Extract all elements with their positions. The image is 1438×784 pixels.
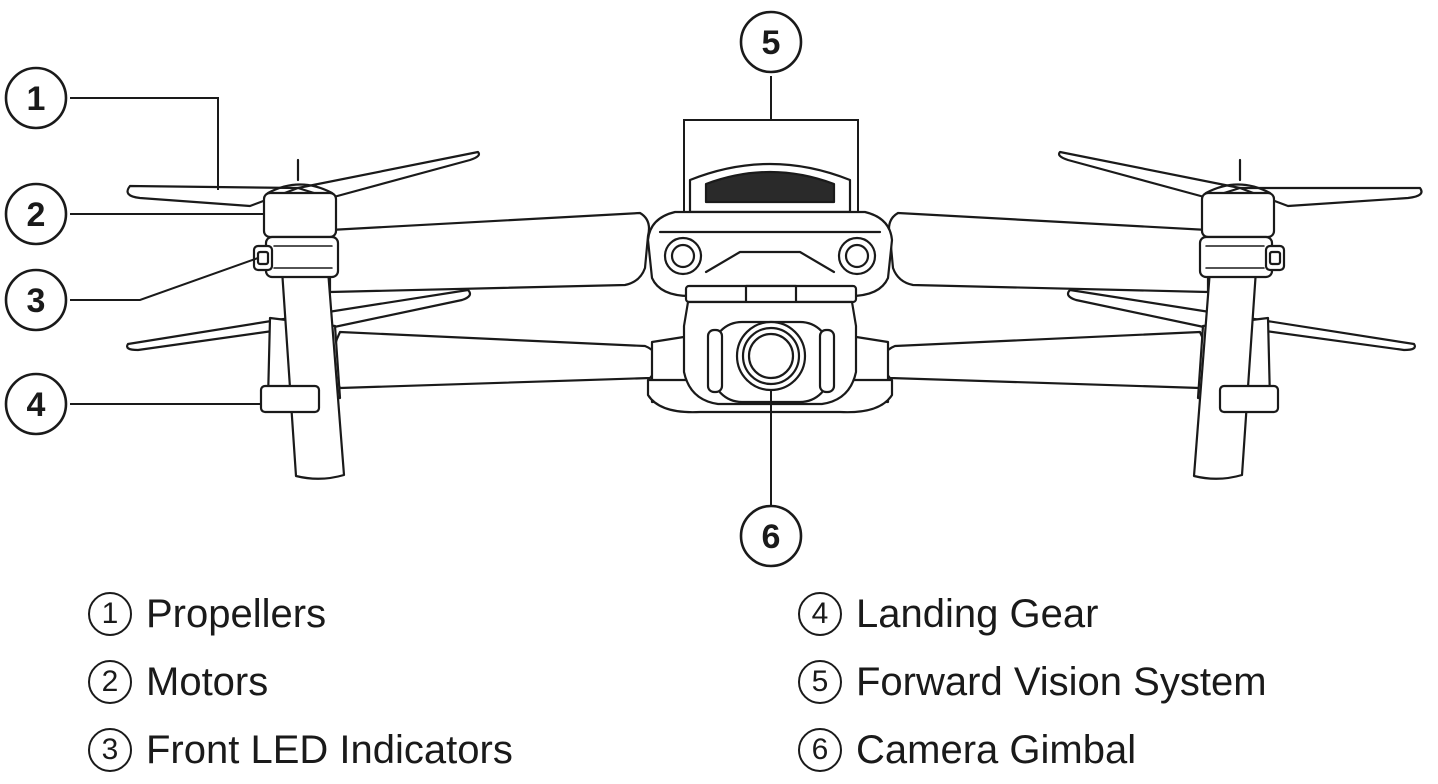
callout-1-leader (70, 97, 219, 190)
right-propeller-top (1057, 150, 1423, 208)
drone-diagram: 1 2 3 4 5 6 (4, 10, 1423, 568)
legend-number: 6 (798, 728, 842, 772)
callout-3: 3 (4, 268, 68, 332)
legend-label: Camera Gimbal (856, 728, 1137, 772)
legend-item-forward-vision-system: 5 Forward Vision System (798, 654, 1267, 710)
legend-number: 3 (88, 728, 132, 772)
callout-6: 6 (739, 504, 803, 568)
right-motor (1198, 158, 1286, 279)
callout-3-leader (70, 257, 259, 301)
legend-item-front-led-indicators: 3 Front LED Indicators (88, 722, 513, 778)
camera-gimbal (682, 300, 858, 406)
callout-5: 5 (739, 10, 803, 74)
callout-5-number: 5 (762, 24, 781, 62)
top-shell (688, 162, 852, 214)
legend-number: 4 (798, 592, 842, 636)
left-rear-propeller (126, 288, 472, 352)
callout-2-number: 2 (27, 196, 46, 234)
callout-1-number: 1 (27, 80, 46, 118)
legend-label: Propellers (146, 592, 327, 636)
left-propeller-top (126, 150, 481, 208)
legend-number: 1 (88, 592, 132, 636)
parts-legend: 1 Propellers 2 Motors 3 Front LED Indica… (0, 578, 1438, 784)
legend-label: Forward Vision System (856, 660, 1267, 704)
front-vision-housing (646, 210, 894, 298)
legend-item-propellers: 1 Propellers (88, 586, 326, 642)
right-landing-gear (1192, 268, 1280, 480)
callout-4: 4 (4, 372, 68, 436)
callout-6-number: 6 (762, 518, 781, 556)
right-rear-propeller (1066, 288, 1416, 352)
right-front-arm (887, 211, 1210, 294)
callout-2: 2 (4, 182, 68, 246)
callout-3-number: 3 (27, 282, 46, 320)
legend-item-motors: 2 Motors (88, 654, 268, 710)
legend-number: 2 (88, 660, 132, 704)
left-motor (252, 158, 340, 279)
left-landing-gear (259, 268, 346, 480)
callout-4-number: 4 (27, 386, 46, 424)
left-front-arm (328, 211, 651, 294)
legend-label: Landing Gear (856, 592, 1099, 636)
legend-label: Front LED Indicators (146, 728, 513, 772)
callout-1: 1 (4, 66, 68, 130)
legend-item-landing-gear: 4 Landing Gear (798, 586, 1098, 642)
legend-item-camera-gimbal: 6 Camera Gimbal (798, 722, 1136, 778)
legend-number: 5 (798, 660, 842, 704)
legend-label: Motors (146, 660, 269, 704)
